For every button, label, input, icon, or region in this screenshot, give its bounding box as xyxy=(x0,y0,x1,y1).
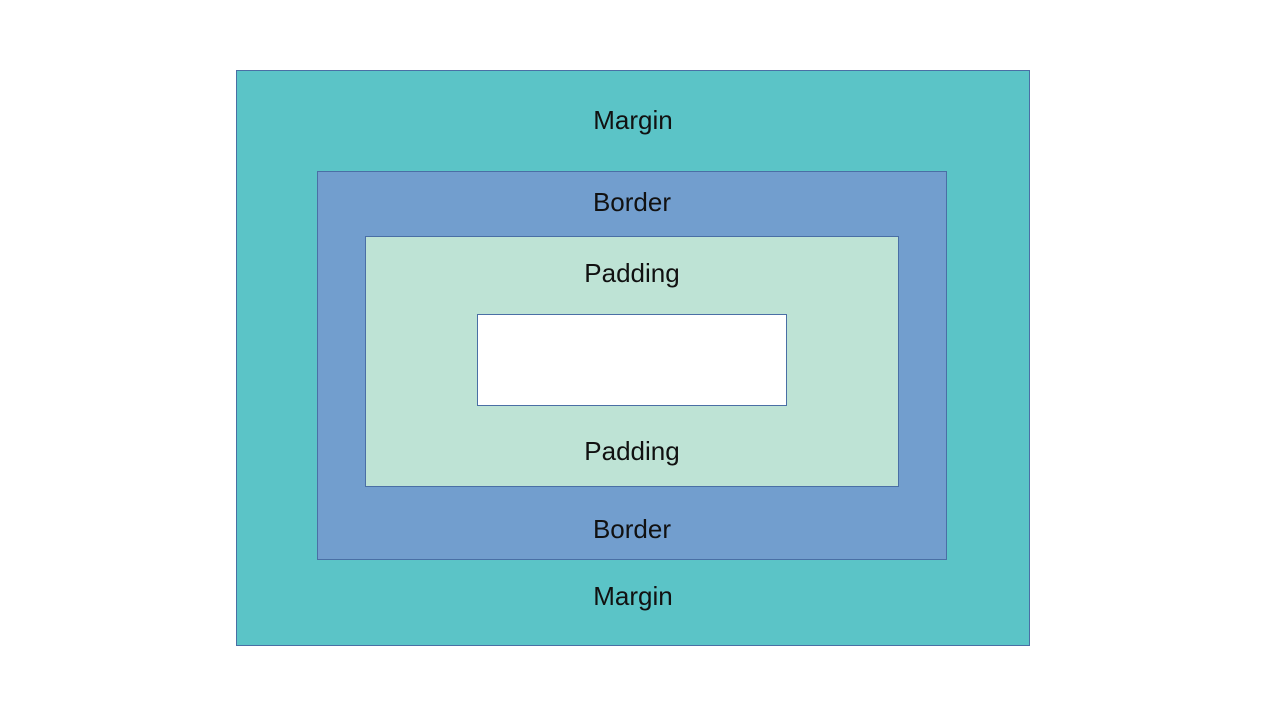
margin-label-top: Margin xyxy=(593,105,673,135)
border-label-bottom: Border xyxy=(592,514,672,544)
padding-area: Padding Padding xyxy=(365,236,899,487)
content-area xyxy=(477,314,787,406)
border-label-top: Border xyxy=(592,187,672,217)
margin-label-bottom: Margin xyxy=(593,581,673,611)
padding-label-top: Padding xyxy=(584,258,680,288)
padding-label-bottom: Padding xyxy=(584,436,680,466)
